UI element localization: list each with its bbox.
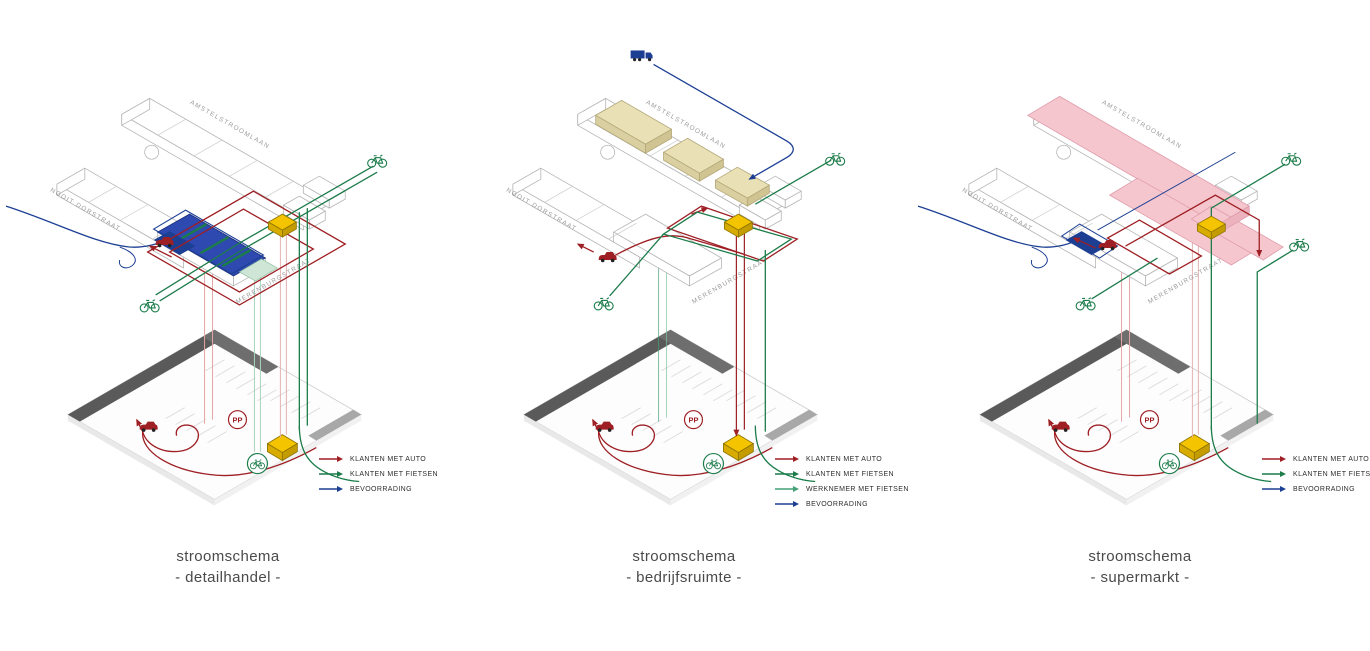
roof-green-strips	[177, 223, 252, 268]
panel-detailhandel: KLANTEN MET AUTO KLANTEN MET FIETSEN BEV…	[0, 0, 456, 651]
legend-label: KLANTEN MET FIETSEN	[806, 470, 894, 478]
legend-item: KLANTEN MET FIETSEN	[318, 470, 438, 478]
bicycle-icon	[1075, 297, 1096, 311]
bicycle-icon	[139, 299, 160, 313]
roof-highlight-bedrijfsruimte	[594, 99, 771, 207]
bike-route	[139, 154, 388, 430]
legend-arrow-icon	[1262, 471, 1286, 477]
caption-subtitle: - detailhandel -	[175, 569, 281, 586]
legend: KLANTEN MET AUTO KLANTEN MET FIETSEN BEV…	[318, 455, 438, 493]
legend: KLANTEN MET AUTO KLANTEN MET FIETSEN WER…	[774, 455, 909, 508]
panel-bedrijfsruimte: KLANTEN MET AUTO KLANTEN MET FIETSEN WER…	[456, 0, 912, 651]
caption-subtitle: - bedrijfsruimte -	[626, 569, 742, 586]
legend-item: KLANTEN MET AUTO	[318, 455, 438, 463]
legend-item: BEVOORRADING	[774, 500, 909, 508]
roof-highlight-supermarkt	[1026, 95, 1284, 266]
panel-caption: stroomschema - bedrijfsruimte -	[456, 548, 912, 586]
vertical-shafts	[1121, 229, 1199, 438]
legend-label: KLANTEN MET FIETSEN	[350, 470, 438, 478]
bike-route	[593, 152, 846, 432]
legend-arrow-icon	[1262, 486, 1286, 492]
legend-label: KLANTEN MET AUTO	[350, 455, 427, 463]
bicycle-icon	[1289, 238, 1310, 252]
legend-item: KLANTEN MET AUTO	[1261, 455, 1370, 463]
legend: KLANTEN MET AUTO KLANTEN MET FIETSEN BEV…	[1261, 455, 1370, 493]
legend-label: BEVOORRADING	[806, 500, 868, 508]
caption-title: stroomschema	[1088, 548, 1192, 565]
bike-route	[1075, 152, 1310, 430]
legend-arrow-icon	[319, 486, 343, 492]
legend-arrow-icon	[775, 456, 799, 462]
panel-caption: stroomschema - detailhandel -	[0, 548, 456, 586]
legend-label: WERKNEMER MET FIETSEN	[806, 485, 909, 493]
bicycle-icon	[1281, 152, 1302, 166]
supply-loop	[152, 209, 265, 275]
panel-supermarkt: KLANTEN MET AUTO KLANTEN MET FIETSEN BEV…	[912, 0, 1370, 651]
legend-label: KLANTEN MET AUTO	[1293, 455, 1370, 463]
legend-item: BEVOORRADING	[318, 485, 438, 493]
legend-item: KLANTEN MET FIETSEN	[1261, 470, 1370, 478]
car-route	[576, 205, 799, 437]
legend-label: BEVOORRADING	[350, 485, 412, 493]
legend-arrow-icon	[319, 471, 343, 477]
legend-arrow-icon	[775, 501, 799, 507]
roof-highlight-detailhandel	[156, 213, 279, 282]
vertical-shafts	[658, 262, 668, 422]
vertical-shafts	[204, 229, 287, 452]
supply-route	[917, 151, 1236, 269]
flow-diagram-detailhandel	[5, 97, 388, 530]
caption-title: stroomschema	[176, 548, 280, 565]
loading-ramp-block	[1065, 231, 1108, 256]
caption-title: stroomschema	[632, 548, 736, 565]
legend-arrow-icon	[775, 486, 799, 492]
legend-arrow-icon	[775, 471, 799, 477]
truck-icon	[630, 50, 653, 62]
car-route	[146, 190, 347, 306]
flow-diagram-supermarkt	[917, 95, 1310, 530]
legend-item: BEVOORRADING	[1261, 485, 1370, 493]
bicycle-icon	[593, 297, 614, 311]
legend-item: WERKNEMER MET FIETSEN	[774, 485, 909, 493]
legend-label: KLANTEN MET FIETSEN	[1293, 470, 1370, 478]
supply-route	[630, 50, 794, 180]
bicycle-icon	[825, 152, 846, 166]
flow-diagram-bedrijfsruimte	[504, 50, 846, 530]
bicycle-icon	[367, 154, 388, 168]
legend-arrow-icon	[319, 456, 343, 462]
legend-item: KLANTEN MET AUTO	[774, 455, 909, 463]
legend-label: KLANTEN MET AUTO	[806, 455, 883, 463]
car-route	[1072, 194, 1263, 275]
bike-storage-block	[238, 258, 279, 282]
caption-subtitle: - supermarkt -	[1090, 569, 1190, 586]
supply-loop	[1060, 223, 1119, 259]
legend-arrow-icon	[1262, 456, 1286, 462]
panel-caption: stroomschema - supermarkt -	[912, 548, 1368, 586]
legend-label: BEVOORRADING	[1293, 485, 1355, 493]
legend-item: KLANTEN MET FIETSEN	[774, 470, 909, 478]
